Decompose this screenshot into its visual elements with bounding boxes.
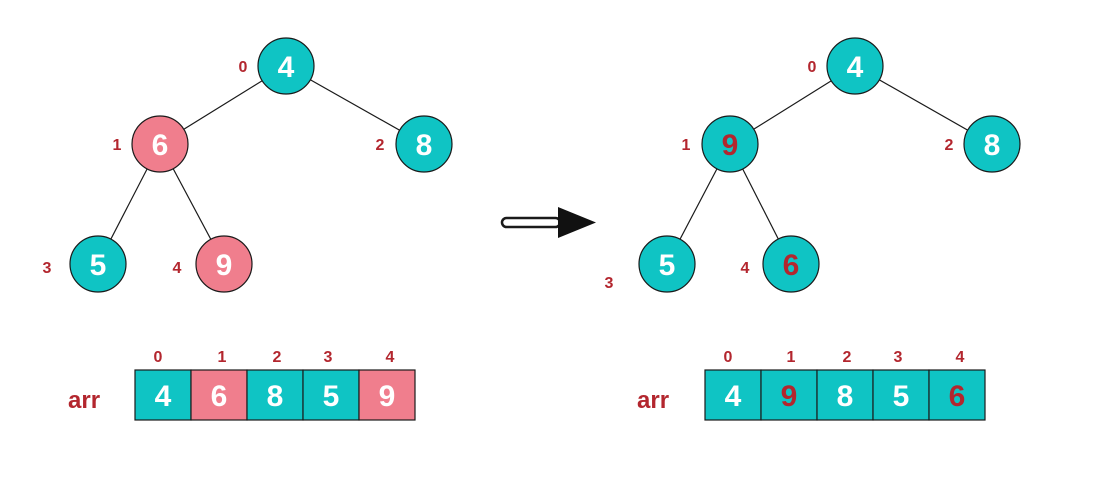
node-index-label: 4 bbox=[741, 260, 750, 277]
node-index-label: 2 bbox=[376, 137, 385, 154]
node-value: 5 bbox=[90, 249, 107, 282]
cell-value: 5 bbox=[893, 380, 910, 413]
node-circle bbox=[826, 37, 884, 95]
cell-index-label: 0 bbox=[724, 349, 733, 366]
node-circle bbox=[638, 235, 696, 293]
node-value: 6 bbox=[783, 249, 800, 282]
array-cell-3: 5 3 bbox=[302, 349, 360, 421]
array-cell-3: 5 3 bbox=[872, 349, 930, 421]
node-index-label: 2 bbox=[945, 137, 954, 154]
cell-index-label: 1 bbox=[218, 349, 227, 366]
node-index-label: 3 bbox=[43, 260, 52, 277]
cell-index-label: 3 bbox=[894, 349, 903, 366]
cell-index-label: 3 bbox=[324, 349, 333, 366]
cell-index-label: 2 bbox=[273, 349, 282, 366]
tree-node-1: 6 1 bbox=[113, 115, 189, 173]
tree-node-3: 5 3 bbox=[43, 235, 127, 293]
node-circle bbox=[195, 235, 253, 293]
node-index-label: 0 bbox=[808, 59, 817, 76]
tree-node-2: 8 2 bbox=[945, 115, 1021, 173]
node-circle bbox=[395, 115, 453, 173]
cell-value: 4 bbox=[725, 380, 742, 413]
right-tree-nodes: 4 0 9 1 8 2 5 3 6 4 bbox=[605, 37, 1021, 293]
node-circle bbox=[69, 235, 127, 293]
cell-value: 8 bbox=[837, 380, 854, 413]
cell-box bbox=[928, 369, 986, 421]
node-value: 8 bbox=[416, 129, 433, 162]
node-index-label: 0 bbox=[239, 59, 248, 76]
cell-value: 8 bbox=[267, 380, 284, 413]
node-value: 9 bbox=[722, 129, 739, 162]
tree-node-1: 9 1 bbox=[682, 115, 759, 173]
cell-value: 9 bbox=[781, 380, 798, 413]
tree-node-4: 6 4 bbox=[741, 235, 820, 293]
node-circle bbox=[963, 115, 1021, 173]
cell-value: 4 bbox=[155, 380, 172, 413]
cell-value: 6 bbox=[211, 380, 228, 413]
array-label: arr bbox=[68, 387, 100, 414]
array-label: arr bbox=[637, 387, 669, 414]
cell-index-label: 1 bbox=[787, 349, 796, 366]
cell-box bbox=[246, 369, 304, 421]
node-circle bbox=[131, 115, 189, 173]
cell-index-label: 0 bbox=[154, 349, 163, 366]
array-cell-1: 6 1 bbox=[190, 349, 248, 421]
cell-box bbox=[816, 369, 874, 421]
cell-value: 9 bbox=[379, 380, 396, 413]
node-value: 6 bbox=[152, 129, 169, 162]
arrow-shaft bbox=[500, 216, 562, 229]
array-cell-0: 4 0 bbox=[134, 349, 192, 421]
node-index-label: 1 bbox=[682, 137, 691, 154]
tree-node-0: 4 0 bbox=[808, 37, 884, 95]
node-circle bbox=[701, 115, 759, 173]
cell-value: 5 bbox=[323, 380, 340, 413]
array-cell-1: 9 1 bbox=[760, 349, 818, 421]
node-value: 4 bbox=[278, 51, 295, 84]
node-circle bbox=[257, 37, 315, 95]
cell-box bbox=[134, 369, 192, 421]
node-value: 5 bbox=[659, 249, 676, 282]
cell-box bbox=[358, 369, 416, 421]
node-value: 9 bbox=[216, 249, 233, 282]
cell-index-label: 2 bbox=[843, 349, 852, 366]
left-tree-nodes: 4 0 6 1 8 2 5 3 9 4 bbox=[43, 37, 453, 293]
tree-node-4: 9 4 bbox=[173, 235, 253, 293]
cell-box bbox=[760, 369, 818, 421]
tree-node-0: 4 0 bbox=[239, 37, 315, 95]
node-value: 8 bbox=[984, 129, 1001, 162]
array-cell-4: 6 4 bbox=[928, 349, 986, 421]
cell-value: 6 bbox=[949, 380, 966, 413]
cell-index-label: 4 bbox=[956, 349, 965, 366]
arrow-head bbox=[558, 207, 596, 238]
node-index-label: 3 bbox=[605, 275, 614, 292]
tree-node-2: 8 2 bbox=[376, 115, 453, 173]
array-cell-4: 9 4 bbox=[358, 349, 416, 421]
cell-box bbox=[872, 369, 930, 421]
right-array: arr 4 0 9 1 8 2 5 3 6 4 bbox=[637, 349, 986, 421]
cell-index-label: 4 bbox=[386, 349, 395, 366]
node-index-label: 4 bbox=[173, 260, 182, 277]
array-cell-2: 8 2 bbox=[246, 349, 304, 421]
transition-arrow-icon bbox=[500, 207, 596, 238]
node-circle bbox=[762, 235, 820, 293]
node-value: 4 bbox=[847, 51, 864, 84]
cell-box bbox=[302, 369, 360, 421]
node-index-label: 1 bbox=[113, 137, 122, 154]
array-cell-2: 8 2 bbox=[816, 349, 874, 421]
array-cell-0: 4 0 bbox=[704, 349, 762, 421]
left-array: arr 4 0 6 1 8 2 5 3 9 4 bbox=[68, 349, 416, 421]
tree-node-3: 5 3 bbox=[605, 235, 696, 293]
